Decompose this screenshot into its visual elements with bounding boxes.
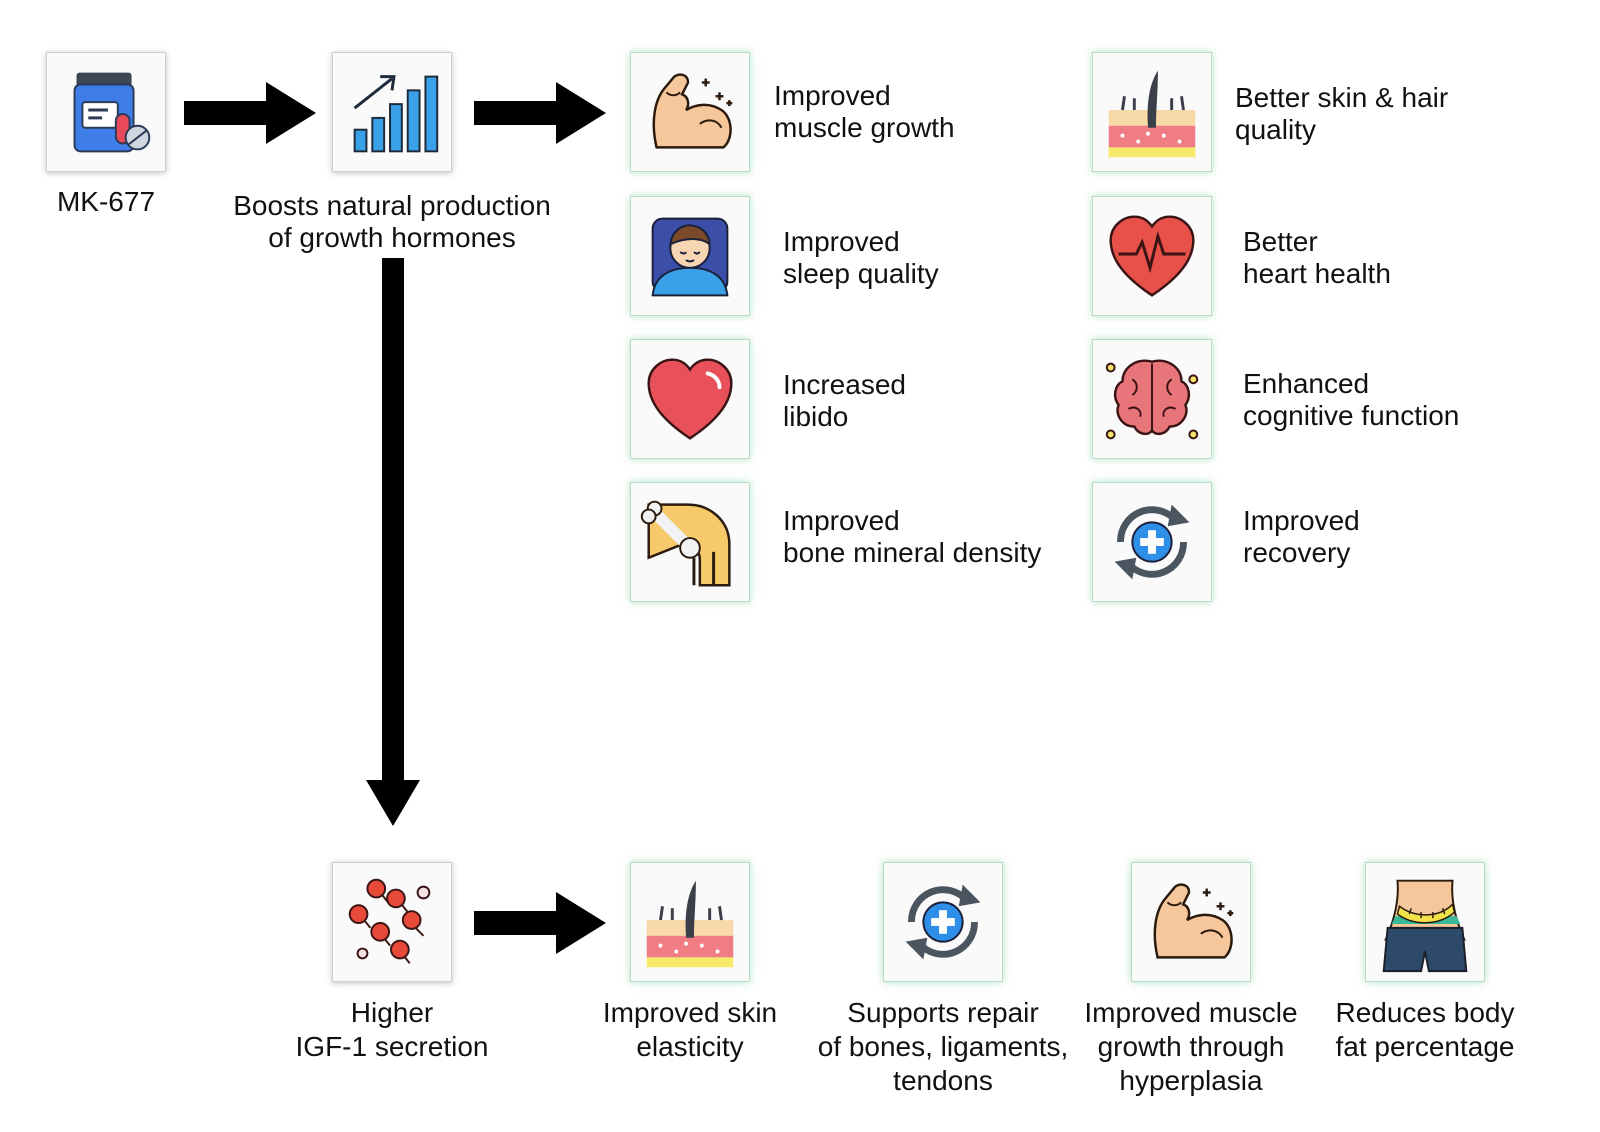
benefit-label-bone-density: Improved bone mineral density: [783, 505, 1042, 568]
benefit-box-libido: [630, 339, 750, 459]
igf1-label: Higher IGF-1 secretion: [295, 997, 489, 1062]
heart-icon: [631, 340, 749, 458]
skin-hair-icon: [631, 863, 749, 981]
benefit-box-bone-density: [630, 482, 750, 602]
recovery-icon: [884, 863, 1002, 981]
arrow-right: [474, 82, 606, 144]
mk677-box: [46, 52, 166, 172]
igf-effect-label-skin: Improved skin elasticity: [602, 997, 778, 1062]
growth-hormone-label: Boosts natural production of growth horm…: [233, 190, 551, 253]
heartbeat-icon: [1093, 197, 1211, 315]
arrow-down: [366, 258, 420, 826]
igf-effect-box-muscle: [1131, 862, 1251, 982]
benefit-box-skin-hair: [1092, 52, 1212, 172]
benefit-label-heart-health: Better heart health: [1243, 226, 1391, 289]
benefit-label-skin-hair: Better skin & hair quality: [1235, 82, 1449, 145]
benefit-box-muscle: [630, 52, 750, 172]
igf-effect-box-skin: [630, 862, 750, 982]
growth-hormone-box: [332, 52, 452, 172]
igf1-box: [332, 862, 452, 982]
benefit-box-sleep: [630, 196, 750, 316]
benefit-label-sleep: Improved sleep quality: [783, 226, 939, 289]
flexed-arm-icon: [631, 53, 749, 171]
benefit-box-cognitive: [1092, 339, 1212, 459]
skin-hair-icon: [1093, 53, 1211, 171]
brain-icon: [1093, 340, 1211, 458]
arrow-right: [474, 892, 606, 954]
growth-chart-icon: [333, 53, 451, 171]
benefit-label-recovery: Improved recovery: [1243, 505, 1360, 568]
waist-measure-icon: [1366, 863, 1484, 981]
sleeping-person-icon: [631, 197, 749, 315]
igf-effect-box-repair: [883, 862, 1003, 982]
mk677-label: MK-677: [56, 186, 156, 217]
arrow-right: [184, 82, 316, 144]
medicine-bottle-icon: [47, 53, 165, 171]
recovery-icon: [1093, 483, 1211, 601]
bone-joint-icon: [631, 483, 749, 601]
benefit-label-muscle: Improved muscle growth: [774, 80, 955, 143]
benefit-label-libido: Increased libido: [783, 369, 906, 432]
benefit-label-cognitive: Enhanced cognitive function: [1243, 368, 1460, 431]
igf-effect-label-repair: Supports repair of bones, ligaments, ten…: [817, 997, 1069, 1096]
benefit-box-recovery: [1092, 482, 1212, 602]
igf-effect-label-fat: Reduces body fat percentage: [1335, 997, 1515, 1062]
igf-effect-label-muscle: Improved muscle growth through hyperplas…: [1084, 997, 1298, 1096]
cells-icon: [333, 863, 451, 981]
benefit-box-heart-health: [1092, 196, 1212, 316]
flexed-arm-icon: [1132, 863, 1250, 981]
igf-effect-box-fat: [1365, 862, 1485, 982]
